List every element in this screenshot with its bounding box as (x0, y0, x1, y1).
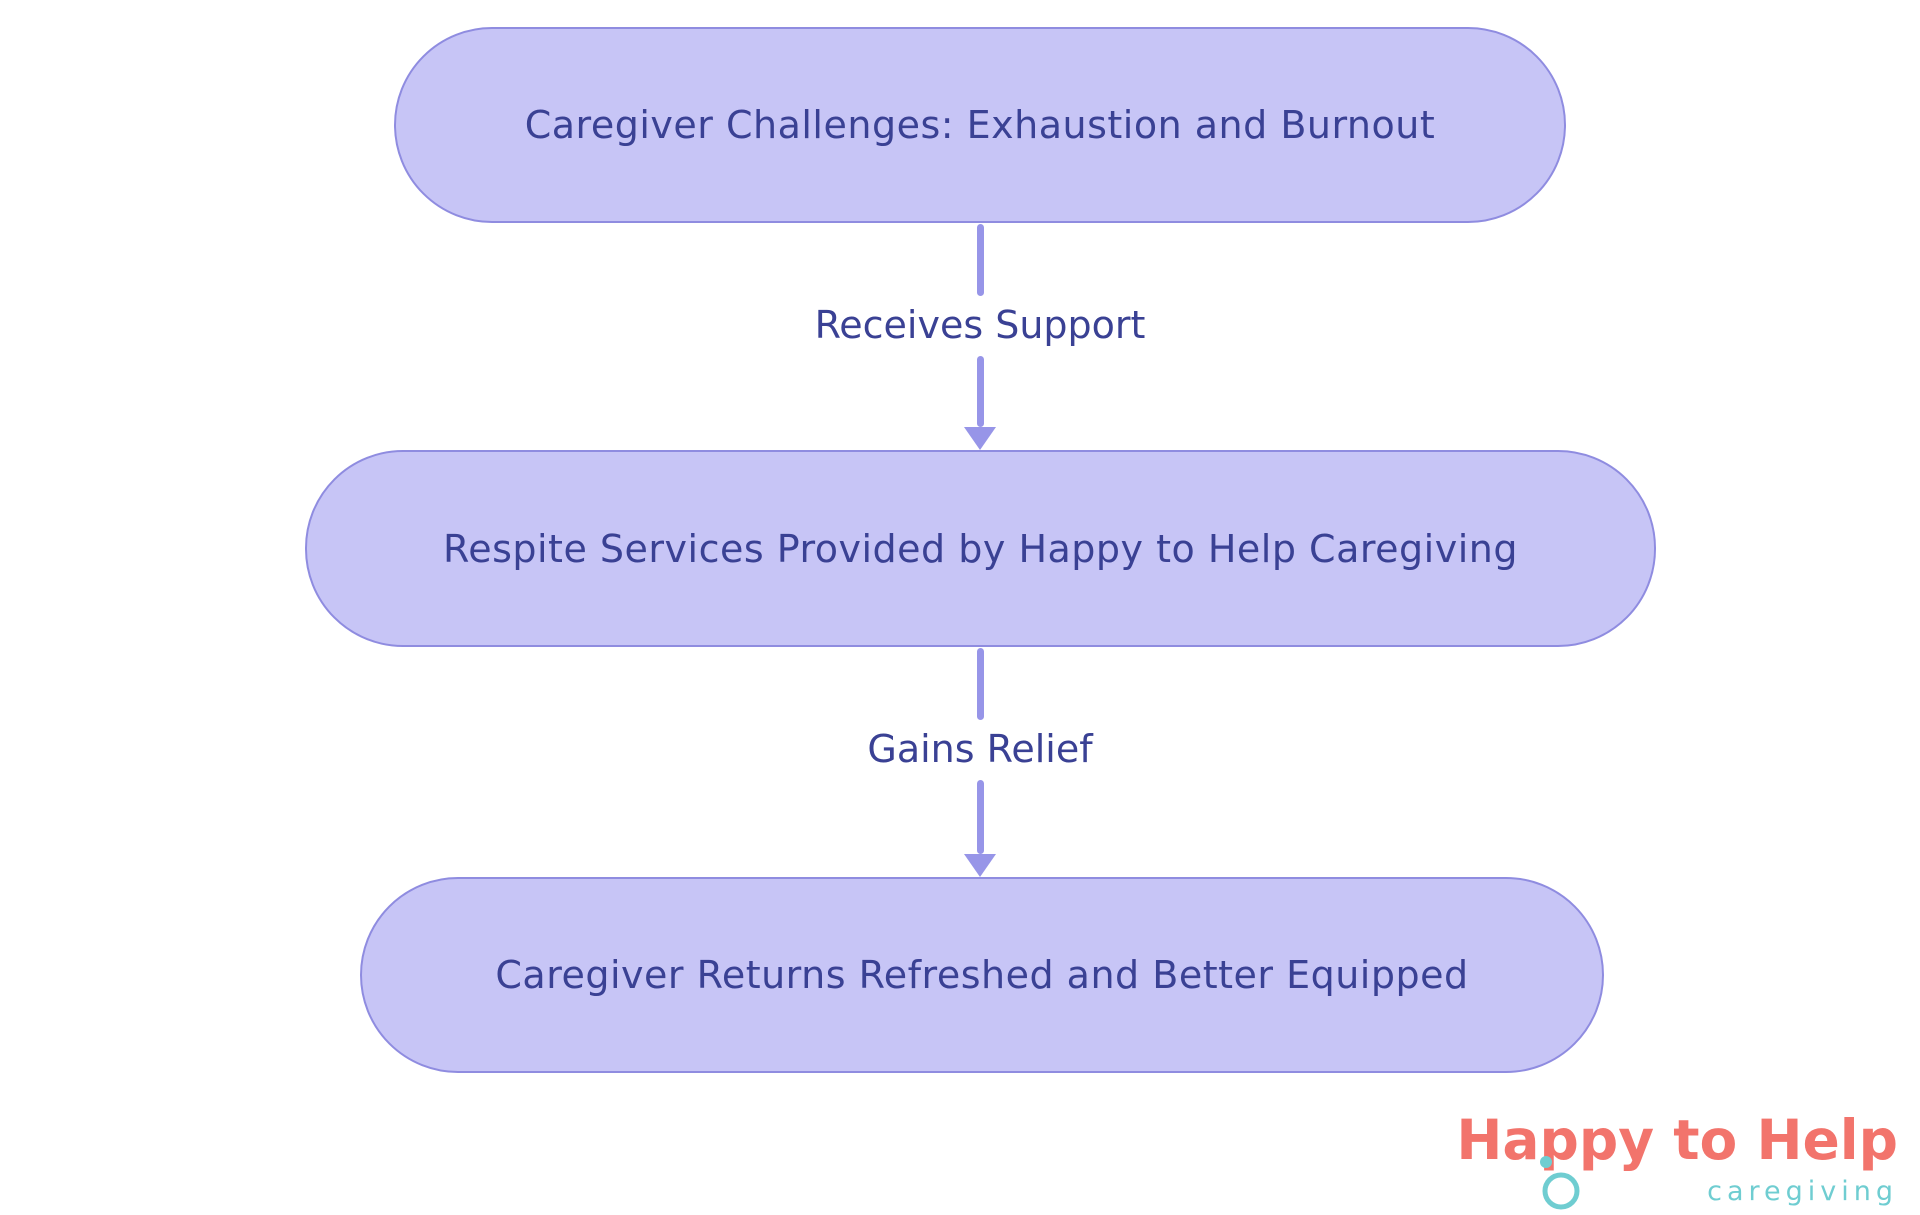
arrow-down-icon (964, 854, 996, 877)
edge-label: Gains Relief (867, 727, 1093, 771)
edge-line-top (976, 648, 984, 720)
edge-line-top (976, 224, 984, 296)
edge-line-bottom (976, 355, 984, 427)
flow-node-caregiver-challenges: Caregiver Challenges: Exhaustion and Bur… (394, 27, 1566, 223)
flow-node-label: Caregiver Challenges: Exhaustion and Bur… (524, 103, 1436, 147)
flow-edge-gains-relief: Gains Relief (780, 648, 1180, 877)
flow-node-respite-services: Respite Services Provided by Happy to He… (305, 450, 1656, 647)
logo-subtitle: caregiving (1707, 1176, 1898, 1207)
edge-line-bottom (976, 779, 984, 854)
person-icon (1540, 1156, 1580, 1210)
flow-node-label: Respite Services Provided by Happy to He… (443, 526, 1518, 571)
happy-to-help-logo: Happy to Help caregiving (1418, 1108, 1898, 1210)
flow-node-label: Caregiver Returns Refreshed and Better E… (495, 953, 1469, 997)
logo-title: Happy to Help (1456, 1108, 1898, 1173)
flow-node-caregiver-returns: Caregiver Returns Refreshed and Better E… (360, 877, 1604, 1073)
arrow-down-icon (964, 427, 996, 450)
edge-label: Receives Support (814, 303, 1146, 347)
flow-edge-receives-support: Receives Support (780, 224, 1180, 450)
